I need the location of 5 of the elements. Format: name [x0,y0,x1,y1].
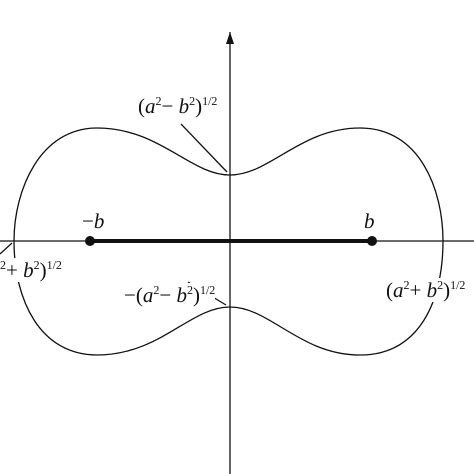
math-label: (a$^{2}$+ b$^{2}$)$^{1/2}$ [386,278,466,302]
math-label: (a$^{2}$− b$^{2}$)$^{1/2}$ [138,94,218,118]
leader-line [0,242,12,254]
math-label: $^{2}$+ b$^{2}$)$^{1/2}$ [0,258,62,282]
leader-line [180,124,228,172]
